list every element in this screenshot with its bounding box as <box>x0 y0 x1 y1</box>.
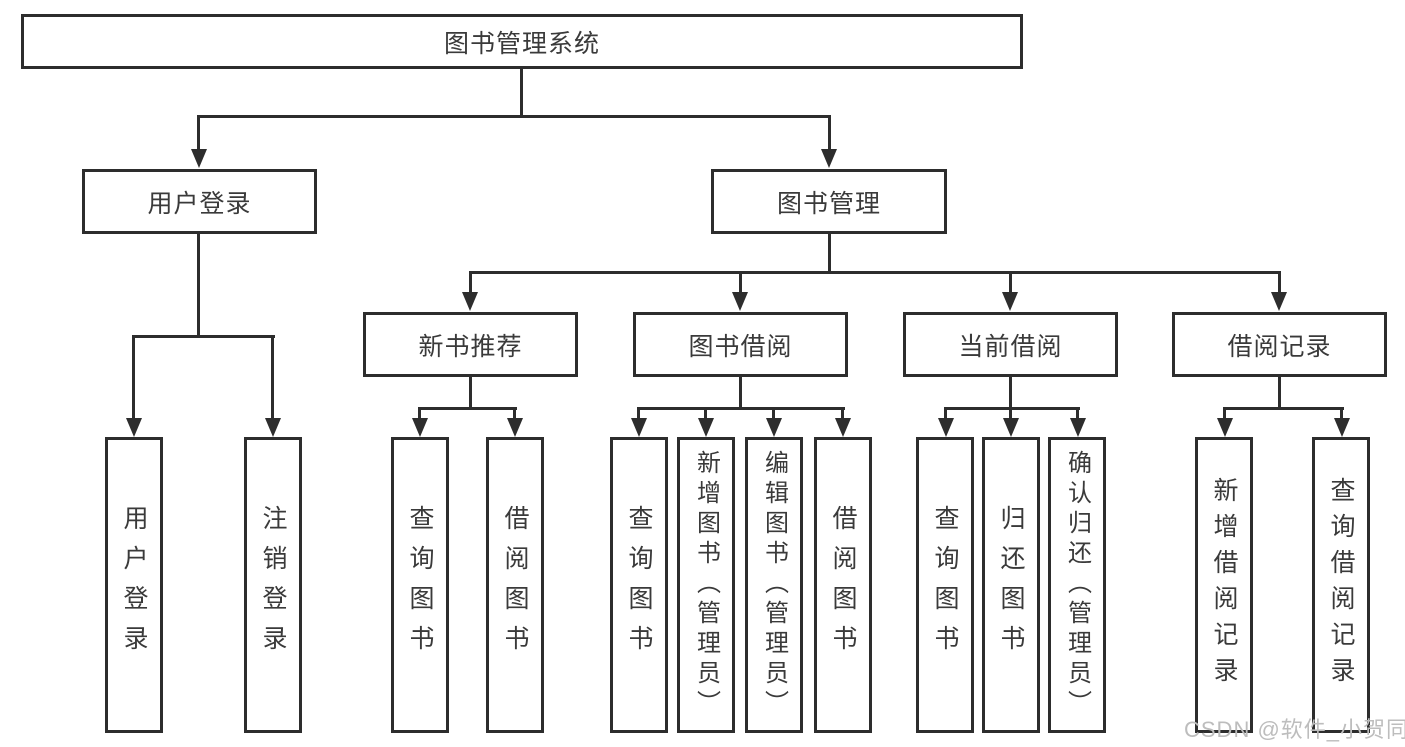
leaf-nb-query-books: 查询图书 <box>391 437 449 733</box>
node-book-mgmt: 图书管理 <box>711 169 947 234</box>
node-new-books: 新书推荐 <box>363 312 578 377</box>
arrow-down-icon <box>938 418 954 437</box>
connector-stem-leaf <box>1009 407 1012 419</box>
connector-new-books-branch <box>418 407 517 410</box>
connector-stem-leaf <box>513 407 516 419</box>
leaf-br-add-record: 新增借阅记录 <box>1195 437 1253 733</box>
connector-stem-current-borrow <box>1009 271 1012 293</box>
leaf-cb-query-books: 查询图书 <box>916 437 974 733</box>
arrow-down-icon <box>507 418 523 437</box>
csdn-watermark: CSDN @软件_小贺同学 <box>1184 717 1405 742</box>
node-current-borrow: 当前借阅 <box>903 312 1118 377</box>
arrow-down-icon <box>1271 292 1287 311</box>
leaf-br-query-record: 查询借阅记录 <box>1312 437 1370 733</box>
connector-borrow-records-stem <box>1278 377 1281 410</box>
leaf-bb-query-books: 查询图书 <box>610 437 668 733</box>
leaf-cb-confirm-return-admin: 确认归还（管理员） <box>1048 437 1106 733</box>
arrow-down-icon <box>1217 418 1233 437</box>
node-book-borrow: 图书借阅 <box>633 312 848 377</box>
connector-stem-leaf <box>271 335 274 419</box>
connector-book-borrow-stem <box>739 377 742 410</box>
arrow-down-icon <box>732 292 748 311</box>
arrow-down-icon <box>265 418 281 437</box>
arrow-down-icon <box>835 418 851 437</box>
connector-user-login-branch <box>132 335 275 338</box>
node-root: 图书管理系统 <box>21 14 1023 69</box>
leaf-bb-add-books-admin: 新增图书（管理员） <box>677 437 735 733</box>
connector-borrow-records-branch <box>1223 407 1344 410</box>
leaf-nb-borrow-books: 借阅图书 <box>486 437 544 733</box>
arrow-down-icon <box>631 418 647 437</box>
arrow-down-icon <box>1070 418 1086 437</box>
connector-root-stem <box>520 69 523 118</box>
leaf-bb-edit-books-admin: 编辑图书（管理员） <box>745 437 803 733</box>
arrow-down-icon <box>821 149 837 168</box>
arrow-down-icon <box>126 418 142 437</box>
connector-stem-leaf <box>1076 407 1079 419</box>
connector-stem-user-login <box>197 115 200 150</box>
connector-stem-book-mgmt <box>828 115 831 150</box>
leaf-cb-return-books: 归还图书 <box>982 437 1040 733</box>
connector-stem-leaf <box>944 407 947 419</box>
arrow-down-icon <box>1003 418 1019 437</box>
connector-current-borrow-branch <box>944 407 1080 410</box>
arrow-down-icon <box>766 418 782 437</box>
connector-stem-borrow-records <box>1278 271 1281 293</box>
leaf-user-login: 用户登录 <box>105 437 163 733</box>
arrow-down-icon <box>698 418 714 437</box>
connector-current-borrow-stem <box>1009 377 1012 410</box>
arrow-down-icon <box>191 149 207 168</box>
connector-book-mgmt-branch <box>469 271 1281 274</box>
connector-stem-leaf <box>1223 407 1226 419</box>
connector-book-borrow-branch <box>637 407 845 410</box>
node-borrow-records: 借阅记录 <box>1172 312 1387 377</box>
arrow-down-icon <box>412 418 428 437</box>
connector-user-login-stem <box>197 234 200 338</box>
connector-stem-leaf <box>841 407 844 419</box>
connector-stem-leaf <box>1340 407 1343 419</box>
connector-root-branch <box>197 115 831 118</box>
arrow-down-icon <box>1002 292 1018 311</box>
connector-stem-leaf <box>637 407 640 419</box>
connector-new-books-stem <box>469 377 472 410</box>
arrow-down-icon <box>462 292 478 311</box>
connector-book-mgmt-stem <box>828 234 831 274</box>
node-user-login: 用户登录 <box>82 169 317 234</box>
connector-stem-book-borrow <box>739 271 742 293</box>
connector-stem-leaf <box>704 407 707 419</box>
leaf-bb-borrow-books: 借阅图书 <box>814 437 872 733</box>
connector-stem-leaf <box>132 335 135 419</box>
connector-stem-leaf <box>418 407 421 419</box>
connector-stem-leaf <box>772 407 775 419</box>
connector-stem-new-books <box>469 271 472 293</box>
leaf-logout: 注销登录 <box>244 437 302 733</box>
arrow-down-icon <box>1334 418 1350 437</box>
